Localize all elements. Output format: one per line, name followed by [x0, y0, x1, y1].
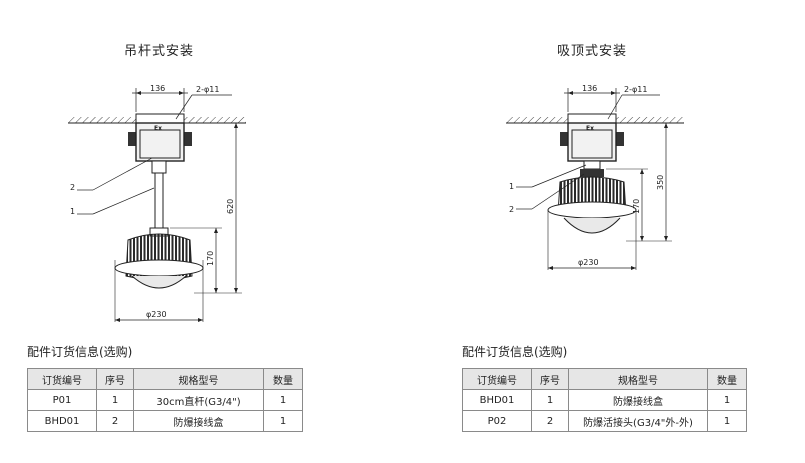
header-order-no: 订货编号: [462, 368, 532, 390]
cell-spec: 防爆活接头(G3/4"外-外): [568, 410, 708, 432]
right-dim-holes: 2-φ11: [624, 85, 647, 94]
left-callout-1: 1: [70, 207, 75, 216]
left-pendant-drawing: 136 2-φ11 Ex 2 1 620: [68, 84, 246, 322]
right-table-caption: 配件订货信息(选购): [462, 345, 568, 359]
header-qty: 数量: [707, 368, 747, 390]
right-ex-mark: Ex: [586, 125, 594, 132]
right-dim-height: 350: [656, 175, 665, 190]
table-header-row: 订货编号 序号 规格型号 数量: [27, 368, 303, 390]
right-accessory-table: 订货编号 序号 规格型号 数量 BHD01 1 防爆接线盒 1 P02 2 防爆…: [462, 368, 747, 432]
cell-spec: 30cm直杆(G3/4"): [133, 389, 264, 411]
cell-qty: 1: [707, 389, 747, 411]
left-callout-2: 2: [70, 183, 75, 192]
cell-spec: 防爆接线盒: [133, 410, 264, 432]
cell-qty: 1: [263, 389, 303, 411]
left-dim-top-width: 136: [150, 84, 165, 93]
left-dim-lamp-height: 170: [206, 251, 215, 266]
right-junction-box: [567, 122, 617, 162]
left-rod: [154, 172, 164, 232]
table-header-row: 订货编号 序号 规格型号 数量: [462, 368, 747, 390]
table-row: BHD01 2 防爆接线盒 1: [27, 410, 303, 432]
left-table-caption: 配件订货信息(选购): [27, 345, 133, 359]
cell-seq: 2: [531, 410, 569, 432]
right-lamp-lens: [563, 217, 621, 234]
left-lamp-lens: [131, 275, 187, 289]
right-dim-top-width: 136: [582, 84, 597, 93]
header-qty: 数量: [263, 368, 303, 390]
right-callout-1: 1: [509, 182, 514, 191]
header-spec: 规格型号: [568, 368, 708, 390]
cell-qty: 1: [707, 410, 747, 432]
header-seq: 序号: [96, 368, 134, 390]
cell-order-no: BHD01: [462, 389, 532, 411]
left-dim-height: 620: [226, 199, 235, 214]
right-union-connector: [583, 160, 601, 170]
right-mount-bracket: [567, 113, 617, 124]
right-ceiling-drawing: 136 2-φ11 Ex 1 2 350: [506, 84, 684, 270]
header-seq: 序号: [531, 368, 569, 390]
left-mount-bracket: [135, 113, 185, 124]
cell-qty: 1: [263, 410, 303, 432]
table-row: BHD01 1 防爆接线盒 1: [462, 389, 747, 411]
left-dim-diameter: φ230: [146, 310, 167, 319]
left-accessory-table: 订货编号 序号 规格型号 数量 P01 1 30cm直杆(G3/4") 1 BH…: [27, 368, 303, 432]
left-junction-box: [135, 122, 185, 162]
cell-order-no: P01: [27, 389, 97, 411]
table-row: P01 1 30cm直杆(G3/4") 1: [27, 389, 303, 411]
left-dim-holes: 2-φ11: [196, 85, 219, 94]
cell-seq: 1: [96, 389, 134, 411]
cell-order-no: P02: [462, 410, 532, 432]
left-ex-mark: Ex: [154, 125, 162, 132]
left-diagram-title: 吊杆式安装: [124, 44, 195, 59]
cell-order-no: BHD01: [27, 410, 97, 432]
header-spec: 规格型号: [133, 368, 264, 390]
cell-seq: 2: [96, 410, 134, 432]
cell-seq: 1: [531, 389, 569, 411]
header-order-no: 订货编号: [27, 368, 97, 390]
cell-spec: 防爆接线盒: [568, 389, 708, 411]
right-callout-2: 2: [509, 205, 514, 214]
right-dim-lamp-height: 170: [632, 199, 641, 214]
right-diagram-title: 吸顶式安装: [557, 44, 628, 59]
table-row: P02 2 防爆活接头(G3/4"外-外) 1: [462, 410, 747, 432]
right-dim-diameter: φ230: [578, 258, 599, 267]
